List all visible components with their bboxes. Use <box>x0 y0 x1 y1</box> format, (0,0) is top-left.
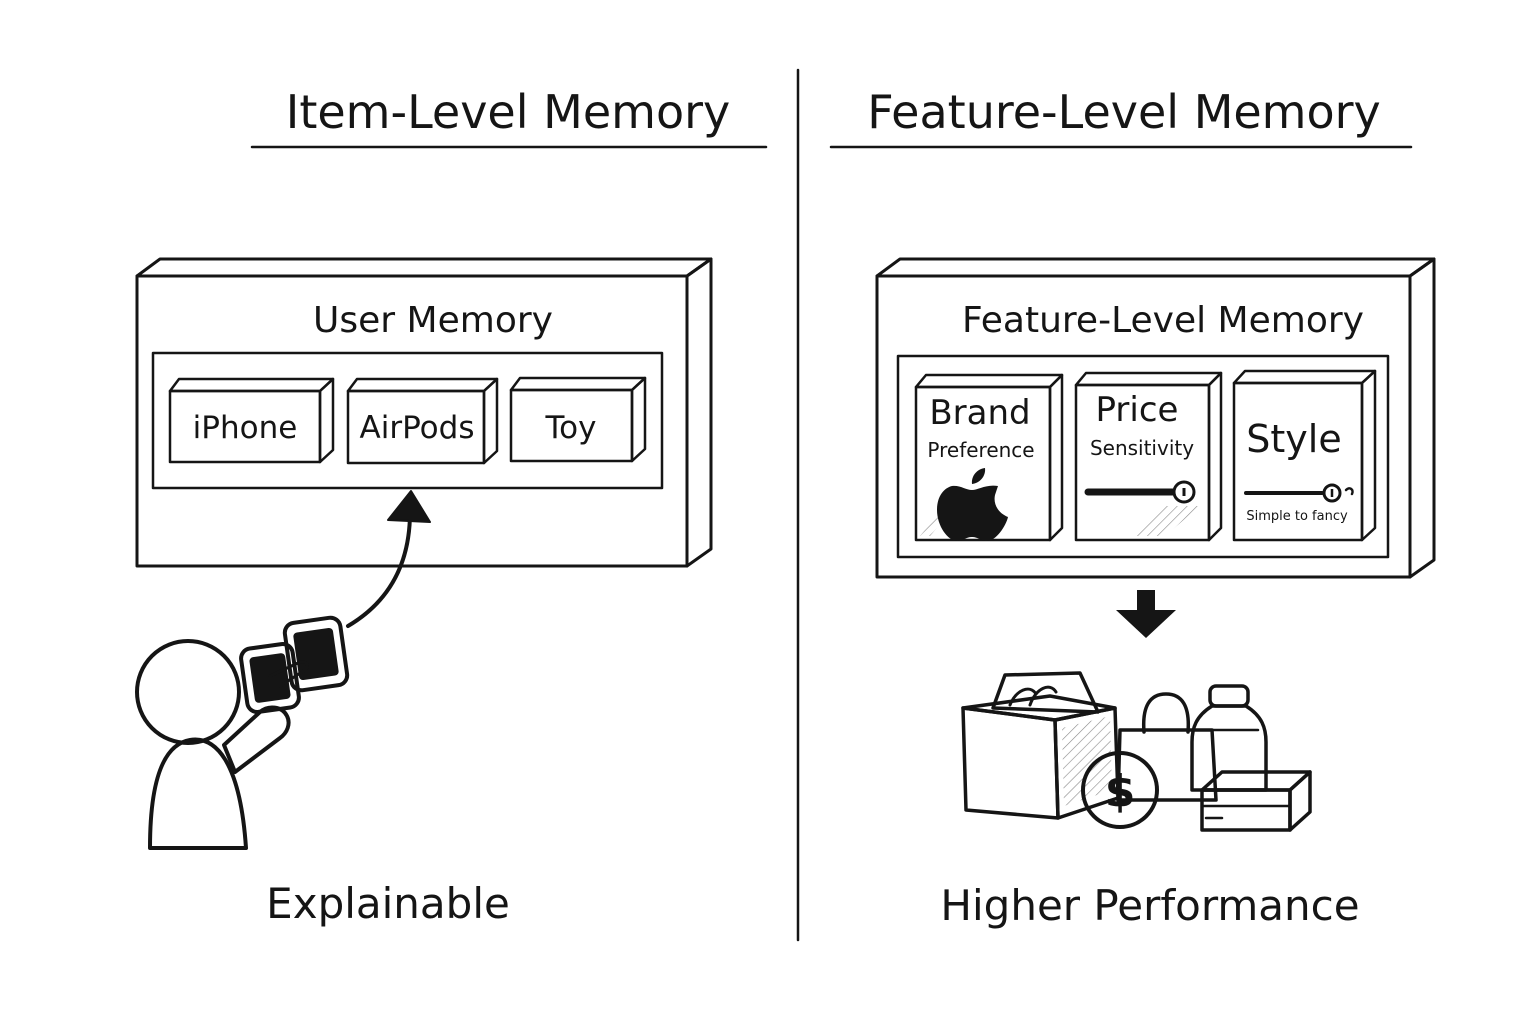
feature-card-style: Style Simple to fancy <box>1232 369 1377 542</box>
shopping-bag-icon <box>961 671 1120 820</box>
item-label-toy: Toy <box>545 410 597 446</box>
item-cube-iphone: iPhone <box>168 377 335 464</box>
right-panel-title: Feature-Level Memory <box>867 85 1381 139</box>
item-label-iphone: iPhone <box>193 410 298 446</box>
item-tray <box>151 351 664 490</box>
price-label-line2: Sensitivity <box>1090 436 1194 460</box>
shopping-products-icon: $ <box>961 671 1312 832</box>
user-memory-box: User Memory <box>135 257 713 568</box>
box-stack-icon <box>1200 770 1312 832</box>
user-arm <box>222 705 291 774</box>
price-label-line1: Price <box>1096 390 1179 430</box>
brand-label-line1: Brand <box>929 393 1030 433</box>
feature-memory-label: Feature-Level Memory <box>962 300 1364 341</box>
feature-card-price: Price Sensitivity <box>1074 371 1223 542</box>
price-slider-icon <box>1084 480 1196 504</box>
style-label: Style <box>1246 417 1341 461</box>
apple-logo-icon <box>937 468 1008 541</box>
feature-tray <box>896 354 1390 559</box>
phone-icon <box>239 615 350 715</box>
right-panel: Feature-Level Memory Feature-Level Memor… <box>829 85 1436 930</box>
coin-icon: $ <box>1081 751 1159 829</box>
item-label-airpods: AirPods <box>360 410 475 446</box>
left-panel: Item-Level Memory User Memory iPhone Air… <box>135 85 768 928</box>
feature-card-brand: Brand Preference <box>914 373 1064 542</box>
coin-currency-symbol: $ <box>1105 766 1136 817</box>
item-cube-airpods: AirPods <box>346 377 499 465</box>
style-slider-icon <box>1244 483 1354 503</box>
feature-memory-box: Feature-Level Memory <box>875 257 1436 579</box>
user-body <box>148 737 248 850</box>
left-panel-footer: Explainable <box>266 879 510 928</box>
bottle-icon <box>1190 684 1268 792</box>
user-figure <box>135 615 350 850</box>
user-memory-label: User Memory <box>313 300 553 341</box>
left-panel-title: Item-Level Memory <box>286 85 730 139</box>
style-caption: Simple to fancy <box>1246 509 1348 524</box>
interaction-arrow <box>346 490 431 628</box>
down-arrow-icon <box>1116 590 1176 638</box>
right-panel-footer: Higher Performance <box>940 881 1359 930</box>
item-cube-toy: Toy <box>509 376 647 463</box>
brand-label-line2: Preference <box>927 438 1034 462</box>
user-head <box>135 639 241 745</box>
